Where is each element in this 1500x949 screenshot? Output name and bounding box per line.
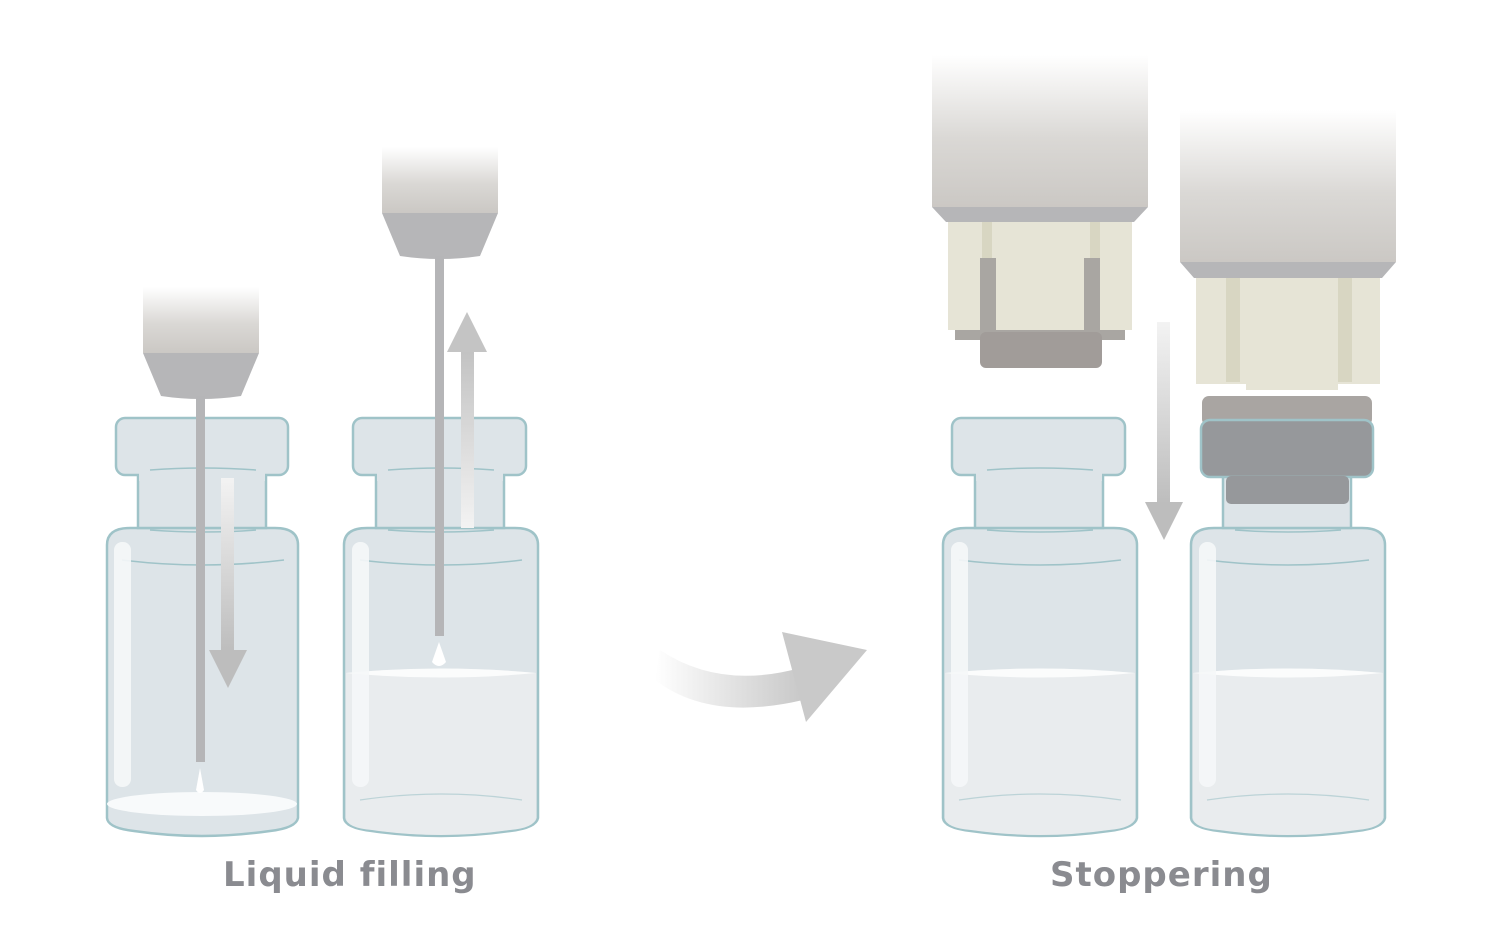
vial-3: [941, 416, 1139, 838]
up-arrow-icon: [447, 312, 487, 528]
down-arrow-icon: [1145, 322, 1183, 540]
filling-nozzle-1: [143, 287, 259, 793]
process-arrow-icon: [655, 632, 867, 722]
stopper: [1199, 396, 1375, 504]
filling-nozzle-2: [382, 147, 498, 666]
stoppering-head-2: [1180, 110, 1396, 390]
caption-liquid-filling: Liquid filling: [223, 855, 477, 895]
caption-stoppering: Stoppering: [1050, 855, 1273, 895]
stoppering-head-1: [932, 55, 1148, 368]
down-arrow-icon: [209, 478, 247, 688]
vial-4: [1189, 473, 1387, 838]
